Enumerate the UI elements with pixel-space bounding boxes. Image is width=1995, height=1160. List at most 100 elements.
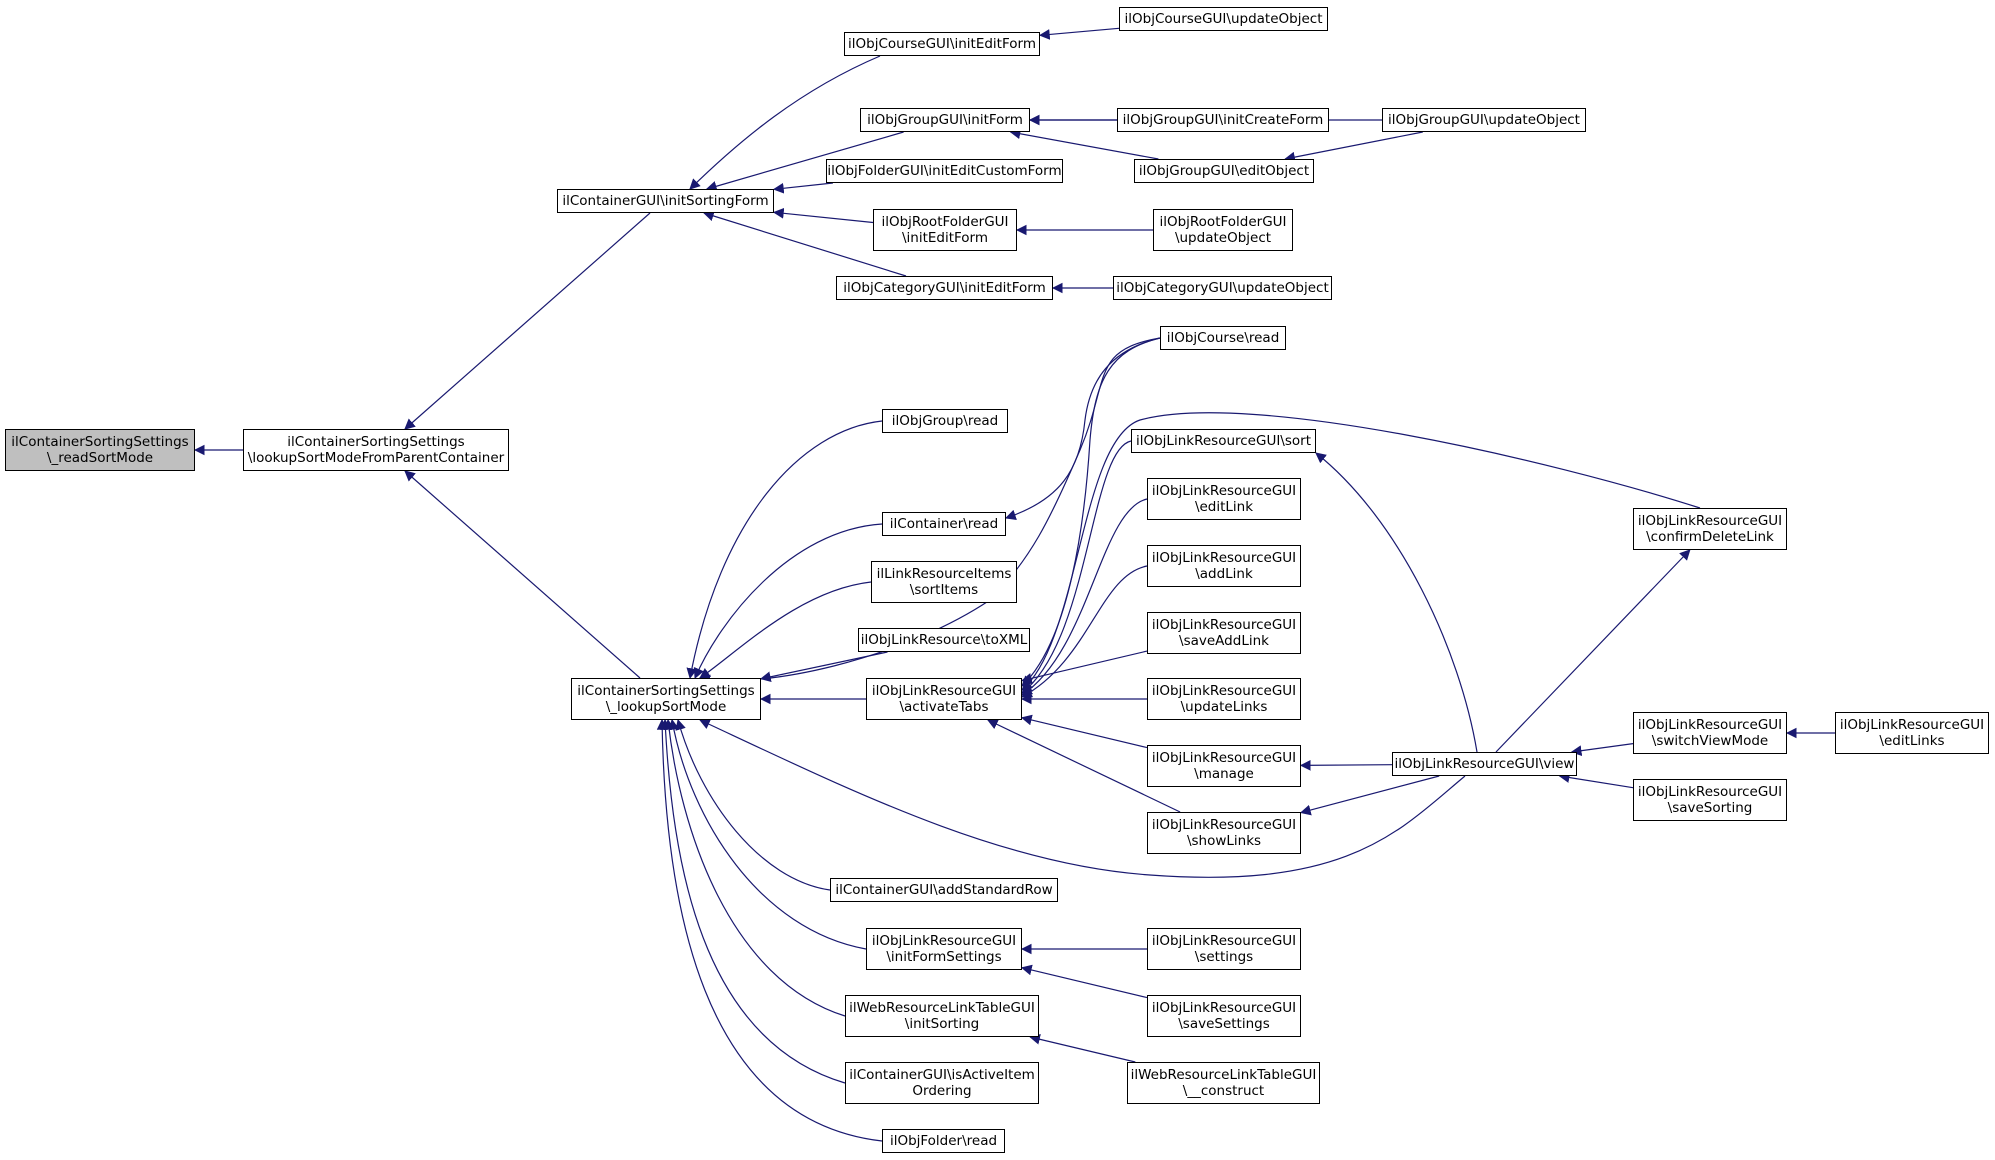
graph-node-category-initedit[interactable]: ilObjCategoryGUI\initEditForm <box>836 276 1053 300</box>
node-label-line: ilObjLinkResourceGUI <box>1151 817 1297 833</box>
node-label-line: \initEditForm <box>901 230 989 246</box>
edge-folder_read-to-lookupsort <box>656 718 883 1142</box>
node-label-line: ilContainerSortingSettings <box>577 683 755 699</box>
graph-node-lookupparent[interactable]: ilContainerSortingSettings\lookupSortMod… <box>243 429 509 471</box>
node-label-line: Ordering <box>912 1083 972 1099</box>
edge-lr_toxml-to-lookupsort <box>759 651 888 683</box>
node-label-line: \manage <box>1194 766 1254 782</box>
graph-node-lrgui-savesorting[interactable]: ilObjLinkResourceGUI\saveSorting <box>1633 779 1787 821</box>
graph-node-group-read[interactable]: ilObjGroup\read <box>882 409 1008 433</box>
edge-lrgui_view-to-lrgui_manage <box>1299 759 1393 771</box>
graph-node-category-update[interactable]: ilObjCategoryGUI\updateObject <box>1113 276 1332 300</box>
node-label-line: ilObjLinkResource\toXML <box>860 632 1028 648</box>
edge-folder_custom-to-initsorting <box>772 182 833 194</box>
graph-node-container-addrow[interactable]: ilContainerGUI\addStandardRow <box>830 878 1058 902</box>
graph-node-lrgui-view[interactable]: ilObjLinkResourceGUI\view <box>1392 752 1577 776</box>
graph-node-folder-read[interactable]: ilObjFolder\read <box>882 1129 1005 1153</box>
node-label-line: ilObjCourseGUI\initEditForm <box>848 36 1036 52</box>
node-label-line: ilObjGroupGUI\initCreateForm <box>1122 112 1324 128</box>
node-label-line: ilObjGroupGUI\initForm <box>867 112 1023 128</box>
edge-wrltg_construct-to-wrltg_initsorting <box>1029 1033 1136 1063</box>
node-label-line: ilObjLinkResourceGUI <box>1151 550 1297 566</box>
edge-lrgui_view-to-lrgui_showlinks <box>1299 775 1440 816</box>
edge-course_read-to-container_read <box>1004 337 1161 521</box>
node-label-line: \updateLinks <box>1180 699 1268 715</box>
graph-node-lrgui-settings[interactable]: ilObjLinkResourceGUI\settings <box>1147 928 1301 970</box>
node-label-line: \sortItems <box>909 582 979 598</box>
node-label-line: ilObjLinkResourceGUI\sort <box>1135 433 1311 449</box>
graph-node-group-edit[interactable]: ilObjGroupGUI\editObject <box>1134 159 1314 183</box>
edge-lrgui_confirmdelete-to-lrgui_activatetabs <box>1021 412 1701 691</box>
node-label-line: ilObjLinkResourceGUI <box>1151 683 1297 699</box>
graph-node-group-initform[interactable]: ilObjGroupGUI\initForm <box>860 108 1030 132</box>
edge-lri_sortitems-to-lookupsort <box>699 581 872 679</box>
node-label-line: ilObjRootFolderGUI <box>1159 214 1287 230</box>
graph-node-lri-sortitems[interactable]: ilLinkResourceItems\sortItems <box>871 561 1017 603</box>
graph-node-wrltg-initsorting[interactable]: ilWebResourceLinkTableGUI\initSorting <box>845 995 1039 1037</box>
graph-node-lrgui-initformsettings[interactable]: ilObjLinkResourceGUI\initFormSettings <box>866 928 1022 970</box>
node-label-line: ilObjLinkResourceGUI <box>1151 483 1297 499</box>
edge-course_read-to-lookupsort <box>698 337 1161 686</box>
node-label-line: \saveAddLink <box>1179 633 1269 649</box>
edge-lrgui_saveaddlink-to-lrgui_activatetabs <box>1020 650 1148 684</box>
node-label-line: ilObjLinkResourceGUI <box>871 933 1017 949</box>
edge-lrgui_view-to-lookupsort <box>699 719 1466 878</box>
graph-node-readsort[interactable]: ilContainerSortingSettings\_readSortMode <box>5 429 195 471</box>
graph-node-rootfolder-update[interactable]: ilObjRootFolderGUI\updateObject <box>1153 209 1293 251</box>
node-label-line: ilObjCategoryGUI\updateObject <box>1116 280 1329 296</box>
graph-node-initsorting[interactable]: ilContainerGUI\initSortingForm <box>557 189 774 213</box>
edge-lrgui_showlinks-to-lrgui_activatetabs <box>986 719 1181 813</box>
graph-node-course-read[interactable]: ilObjCourse\read <box>1160 326 1286 350</box>
graph-node-lrgui-manage[interactable]: ilObjLinkResourceGUI\manage <box>1147 745 1301 787</box>
graph-node-lrgui-savesettings[interactable]: ilObjLinkResourceGUI\saveSettings <box>1147 995 1301 1037</box>
node-label-line: ilObjFolderGUI\initEditCustomForm <box>827 163 1062 179</box>
graph-node-lrgui-switchview[interactable]: ilObjLinkResourceGUI\switchViewMode <box>1633 712 1787 754</box>
node-label-line: \_lookupSortMode <box>605 699 727 715</box>
node-label-line: ilWebResourceLinkTableGUI <box>849 1000 1035 1016</box>
edge-category_initedit-to-initsorting <box>702 210 907 277</box>
graph-node-lrgui-editlinks[interactable]: ilObjLinkResourceGUI\editLinks <box>1835 712 1989 754</box>
node-label-line: \addLink <box>1195 566 1253 582</box>
node-label-line: \initSorting <box>904 1016 980 1032</box>
edge-lrgui_view-to-lrgui_confirmdelete <box>1495 549 1691 753</box>
node-label-line: \confirmDeleteLink <box>1646 529 1774 545</box>
graph-node-lrgui-sort[interactable]: ilObjLinkResourceGUI\sort <box>1131 429 1316 453</box>
graph-node-lrgui-activatetabs[interactable]: ilObjLinkResourceGUI\activateTabs <box>866 678 1022 720</box>
graph-node-rootfolder-initedit[interactable]: ilObjRootFolderGUI\initEditForm <box>873 209 1017 251</box>
node-label-line: ilObjLinkResourceGUI <box>1151 933 1297 949</box>
node-label-line: ilObjGroupGUI\updateObject <box>1388 112 1580 128</box>
node-label-line: ilObjLinkResourceGUI <box>1151 617 1297 633</box>
edge-lrgui_manage-to-lrgui_activatetabs <box>1020 714 1148 749</box>
edge-lrgui_initformsettings-to-lookupsort <box>668 718 867 950</box>
graph-node-lrgui-confirmdelete[interactable]: ilObjLinkResourceGUI\confirmDeleteLink <box>1633 508 1787 550</box>
node-label-line: ilContainer\read <box>889 516 999 532</box>
graph-node-lookupsort[interactable]: ilContainerSortingSettings\_lookupSortMo… <box>571 678 761 720</box>
graph-node-lrgui-updatelinks[interactable]: ilObjLinkResourceGUI\updateLinks <box>1147 678 1301 720</box>
graph-node-folder-custom[interactable]: ilObjFolderGUI\initEditCustomForm <box>826 159 1063 183</box>
graph-node-lr-toxml[interactable]: ilObjLinkResource\toXML <box>858 628 1030 652</box>
graph-node-lrgui-addlink[interactable]: ilObjLinkResourceGUI\addLink <box>1147 545 1301 587</box>
edge-wrltg_initsorting-to-lookupsort <box>663 718 846 1017</box>
node-label-line: \_readSortMode <box>46 450 154 466</box>
graph-node-course-update[interactable]: ilObjCourseGUI\updateObject <box>1119 7 1328 31</box>
graph-node-course-initedit[interactable]: ilObjCourseGUI\initEditForm <box>844 32 1040 56</box>
node-label-line: \lookupSortModeFromParentContainer <box>247 450 505 466</box>
node-label-line: ilObjGroupGUI\editObject <box>1138 163 1310 179</box>
graph-node-group-create[interactable]: ilObjGroupGUI\initCreateForm <box>1117 108 1329 132</box>
graph-node-lrgui-saveaddlink[interactable]: ilObjLinkResourceGUI\saveAddLink <box>1147 612 1301 654</box>
graph-node-lrgui-showlinks[interactable]: ilObjLinkResourceGUI\showLinks <box>1147 812 1301 854</box>
node-label-line: ilContainerSortingSettings <box>11 434 189 450</box>
edge-course_update-to-course_initedit <box>1038 27 1120 40</box>
node-label-line: ilObjCourseGUI\updateObject <box>1124 11 1323 27</box>
graph-node-container-read[interactable]: ilContainer\read <box>882 512 1006 536</box>
graph-node-wrltg-construct[interactable]: ilWebResourceLinkTableGUI\__construct <box>1127 1062 1320 1104</box>
node-label-line: \activateTabs <box>899 699 989 715</box>
node-label-line: ilObjLinkResourceGUI <box>871 683 1017 699</box>
node-label-line: ilObjLinkResourceGUI <box>1839 717 1985 733</box>
edge-group_read-to-lookupsort <box>686 420 883 680</box>
graph-node-lrgui-editlink[interactable]: ilObjLinkResourceGUI\editLink <box>1147 478 1301 520</box>
edge-rootfolder_initedit-to-initsorting <box>772 207 874 224</box>
graph-node-group-update[interactable]: ilObjGroupGUI\updateObject <box>1382 108 1586 132</box>
